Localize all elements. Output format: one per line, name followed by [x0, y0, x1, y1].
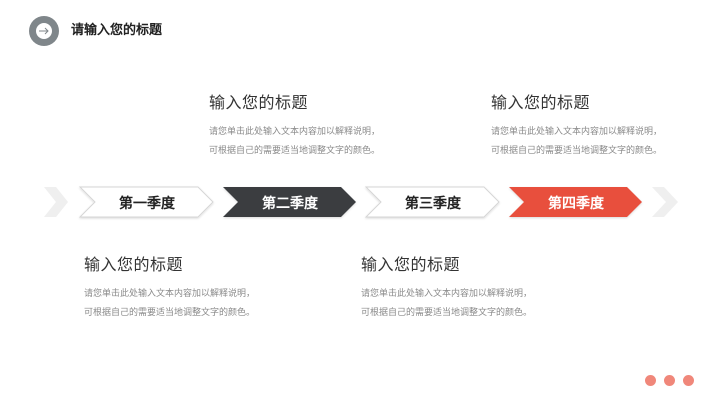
step-4-shape [509, 187, 642, 217]
header-badge [29, 16, 59, 46]
block-desc-line1: 请您单击此处输入文本内容加以解释说明， [361, 289, 533, 299]
block-title: 输入您的标题 [491, 93, 591, 112]
chevron-left-deco [44, 187, 68, 217]
chevron-right-deco [652, 187, 678, 217]
arrow-right-icon [39, 27, 49, 35]
step-1-shape [78, 186, 214, 218]
step-3-shape [364, 186, 500, 218]
step-2-shape [223, 187, 356, 217]
step-4-label[interactable]: 第四季度 [548, 196, 604, 212]
block-title: 输入您的标题 [361, 255, 461, 274]
text-block-q1: 输入您的标题 请您单击此处输入文本内容加以解释说明， 可根据自己的需要适当地调整… [84, 251, 255, 323]
block-desc-line1: 请您单击此处输入文本内容加以解释说明， [209, 127, 381, 137]
block-desc-line2: 可根据自己的需要适当地调整文字的颜色。 [84, 308, 256, 318]
block-desc-line2: 可根据自己的需要适当地调整文字的颜色。 [209, 146, 381, 156]
text-block-q3: 输入您的标题 请您单击此处输入文本内容加以解释说明， 可根据自己的需要适当地调整… [361, 251, 532, 323]
block-title: 输入您的标题 [84, 255, 184, 274]
block-desc-line2: 可根据自己的需要适当地调整文字的颜色。 [361, 308, 533, 318]
page-title: 请输入您的标题 [71, 23, 163, 38]
block-title: 输入您的标题 [209, 93, 309, 112]
step-3-label[interactable]: 第三季度 [405, 196, 461, 212]
block-desc-line1: 请您单击此处输入文本内容加以解释说明， [84, 289, 256, 299]
block-desc-line1: 请您单击此处输入文本内容加以解释说明， [491, 127, 663, 137]
step-1-label[interactable]: 第一季度 [119, 196, 175, 212]
block-desc-line2: 可根据自己的需要适当地调整文字的颜色。 [491, 146, 663, 156]
dot-icon [683, 375, 694, 386]
text-block-q2: 输入您的标题 请您单击此处输入文本内容加以解释说明， 可根据自己的需要适当地调整… [209, 89, 380, 161]
decorative-dots [645, 371, 702, 390]
text-block-q4: 输入您的标题 请您单击此处输入文本内容加以解释说明， 可根据自己的需要适当地调整… [491, 89, 662, 161]
dot-icon [664, 375, 675, 386]
step-2-label[interactable]: 第二季度 [262, 196, 318, 212]
dot-icon [645, 375, 656, 386]
